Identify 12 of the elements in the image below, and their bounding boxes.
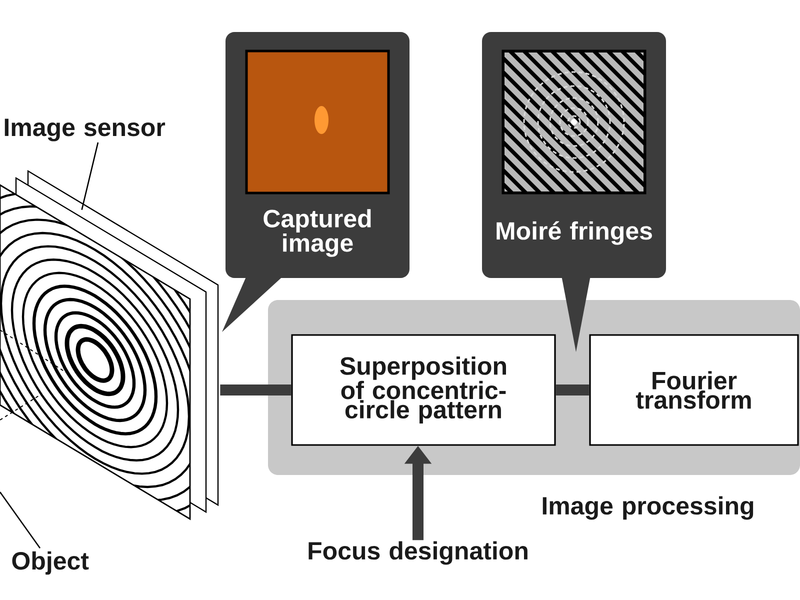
process-box: Fourier transform — [589, 334, 799, 446]
leader-line — [0, 492, 41, 549]
process-box: Superposition of concentric-circle pattern — [291, 334, 556, 446]
connector-bar — [220, 384, 292, 396]
leader-line — [81, 142, 99, 210]
callout-box: Captured image — [222, 32, 410, 332]
connector-bar — [556, 384, 590, 396]
node-label: Image processing — [542, 496, 754, 520]
callout-box: Moiré fringes — [482, 32, 666, 352]
part-label: Object — [12, 551, 89, 575]
input-label: Focus designation — [308, 541, 528, 565]
part-label: Image sensor — [4, 118, 166, 142]
